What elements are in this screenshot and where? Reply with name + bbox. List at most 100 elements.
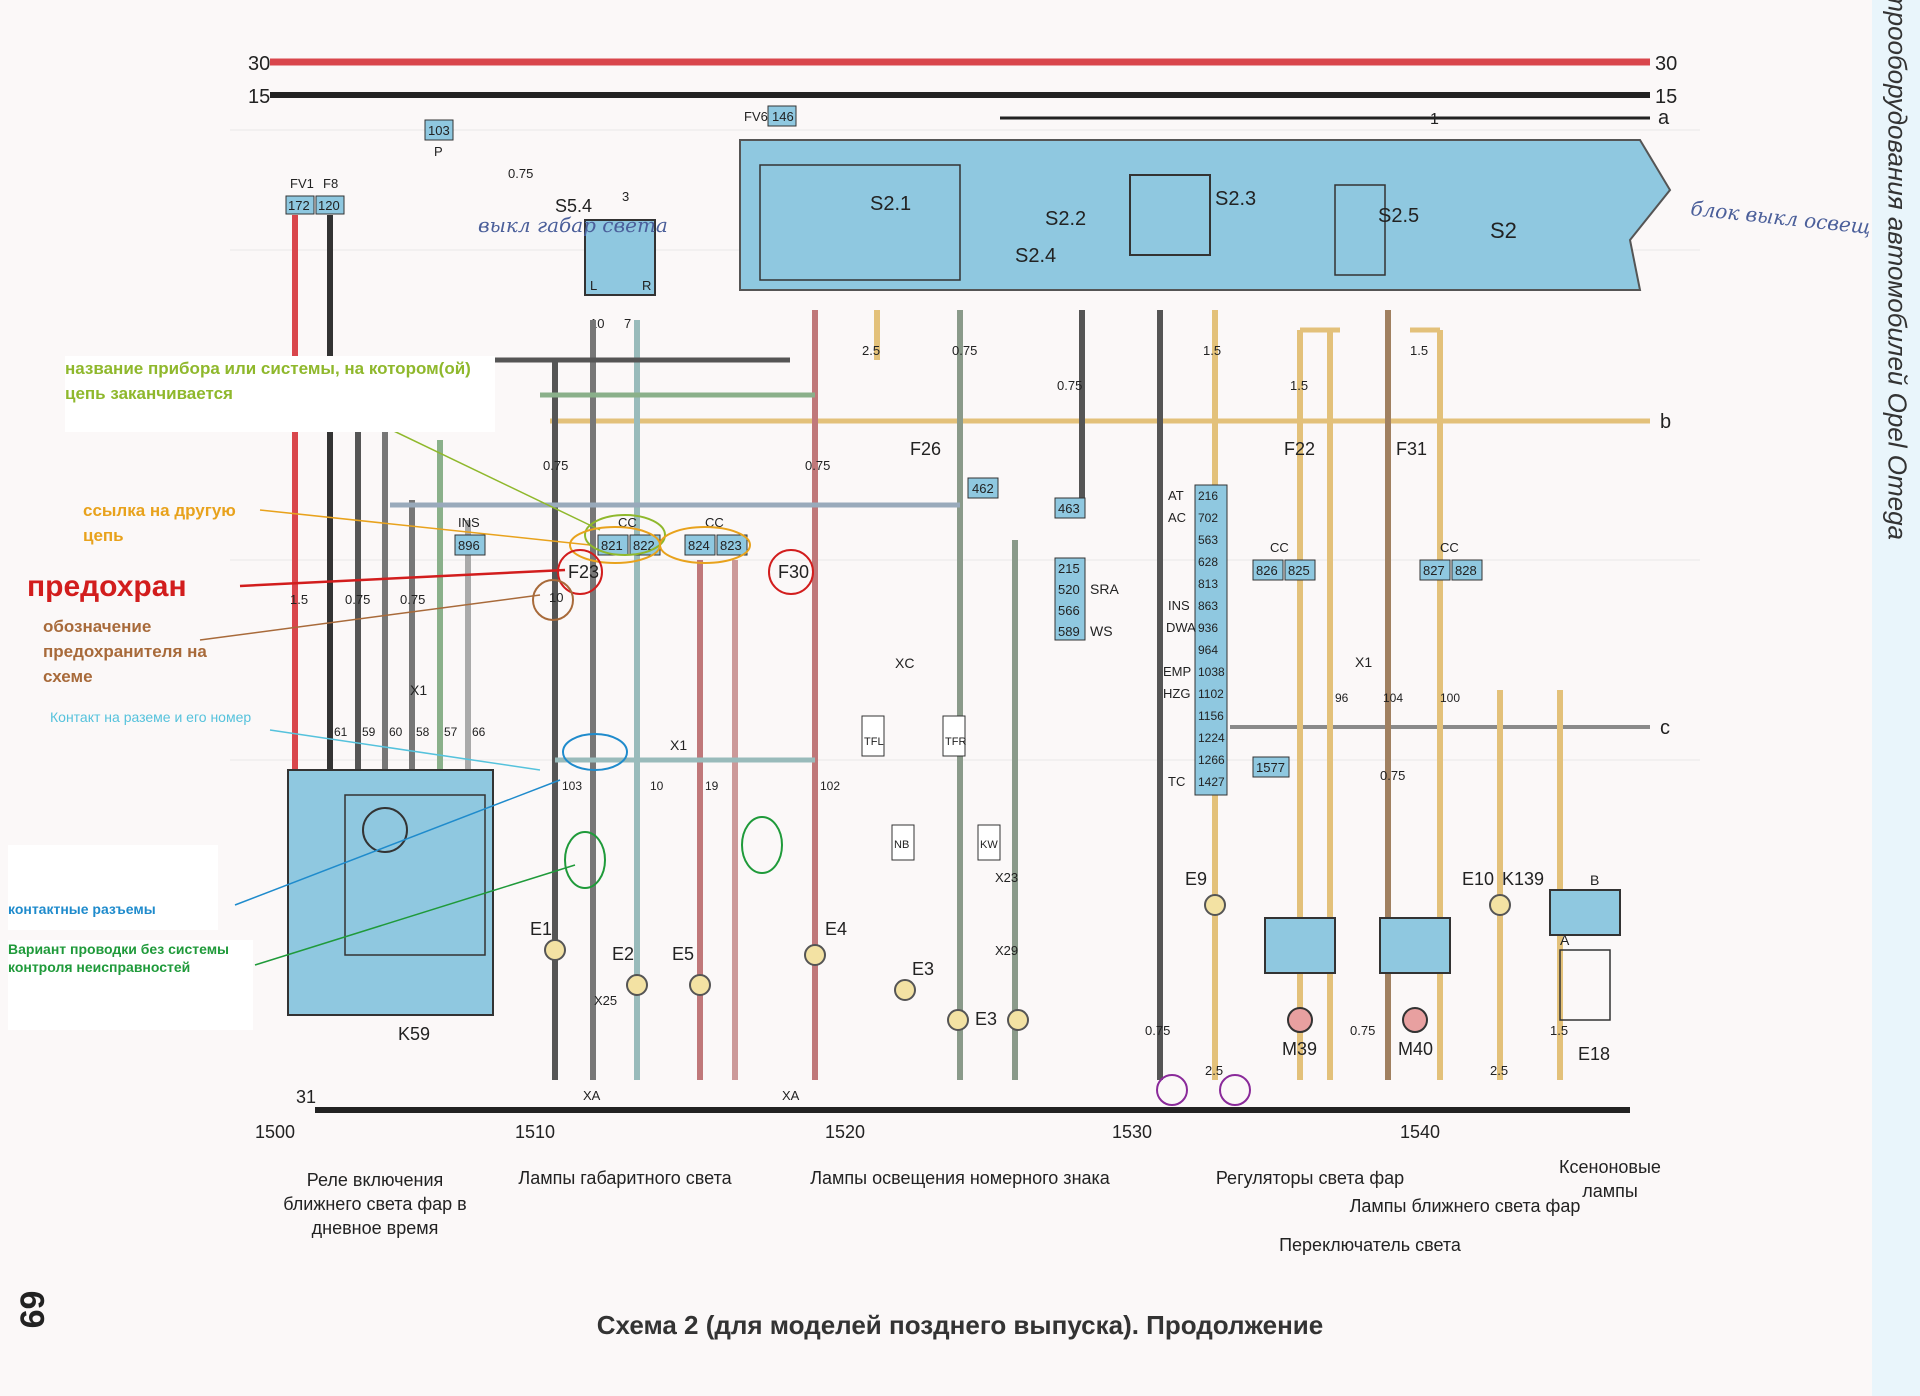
svg-text:1.5: 1.5 [1410, 343, 1428, 358]
svg-text:863: 863 [1198, 599, 1218, 613]
diagram-title: Схема 2 (для моделей позднего выпуска). … [596, 1310, 1324, 1340]
svg-text:563: 563 [1198, 533, 1218, 547]
svg-text:936: 936 [1198, 621, 1218, 635]
n120: 120 [318, 198, 340, 213]
svg-text:0.75: 0.75 [1145, 1023, 1170, 1038]
x1-label-mid: X1 [670, 737, 687, 753]
svg-text:DWA: DWA [1166, 620, 1196, 635]
fv6-num: 146 [772, 109, 794, 124]
svg-text:964: 964 [1198, 643, 1218, 657]
svg-text:0.75: 0.75 [805, 458, 830, 473]
xa-label-1: XA [583, 1088, 601, 1103]
c822: 822 [633, 538, 655, 553]
svg-text:2.5: 2.5 [1490, 1063, 1508, 1078]
svg-text:AT: AT [1168, 488, 1184, 503]
fuse-num: 10 [549, 590, 563, 605]
e9-label: E9 [1185, 869, 1207, 889]
svg-text:19: 19 [705, 779, 719, 793]
svg-text:1.5: 1.5 [1203, 343, 1221, 358]
k59-label: K59 [398, 1024, 430, 1044]
ground-31: 31 [296, 1087, 316, 1107]
svg-text:102: 102 [820, 779, 840, 793]
svg-text:AC: AC [1168, 510, 1186, 525]
svg-text:0.75: 0.75 [345, 592, 370, 607]
svg-text:0.75: 0.75 [400, 592, 425, 607]
svg-text:104: 104 [1383, 691, 1403, 705]
c828: 828 [1455, 563, 1477, 578]
c821: 821 [601, 538, 623, 553]
svg-text:INS: INS [1168, 598, 1190, 613]
e1-label: E1 [530, 919, 552, 939]
ins-label: INS [458, 515, 480, 530]
section-plate-lamps: Лампы освещения номерного знака [810, 1168, 1110, 1188]
k139-a: A [1560, 932, 1570, 948]
svg-text:0.75: 0.75 [1350, 1023, 1375, 1038]
side-panel [1872, 0, 1920, 1396]
label-30-right: 30 [1655, 53, 1677, 75]
s54-p7: 7 [624, 316, 631, 331]
s2-label: S2 [1490, 218, 1517, 243]
e18-label: E18 [1578, 1044, 1610, 1064]
svg-text:66: 66 [472, 725, 486, 739]
annotation-fuse: предохран [27, 570, 187, 603]
ref-463: 463 [1058, 501, 1080, 516]
label-a-num: 1 [1430, 111, 1439, 128]
svg-text:1.5: 1.5 [1290, 378, 1308, 393]
svg-text:1102: 1102 [1198, 687, 1224, 701]
tfl-label: TFL [864, 736, 884, 748]
k139-b: B [1590, 872, 1599, 888]
ref-column: 216 702 563 628 813 863 936 964 1038 110… [1163, 484, 1228, 796]
svg-text:2.5: 2.5 [862, 343, 880, 358]
m39-label: M39 [1282, 1039, 1317, 1059]
label-15: 15 [248, 86, 270, 108]
svg-text:60: 60 [389, 725, 403, 739]
fuse-f26-label: F26 [910, 439, 941, 459]
nb-label: NB [894, 839, 909, 851]
section-light-switch: Переключатель света [1279, 1235, 1461, 1255]
fuse-f31-label: F31 [1396, 439, 1427, 459]
svg-text:WS: WS [1090, 623, 1113, 639]
svg-text:216: 216 [1198, 489, 1218, 503]
svg-text:702: 702 [1198, 511, 1218, 525]
k139-module [1549, 889, 1621, 936]
xa-label-2: XA [782, 1088, 800, 1103]
svg-text:58: 58 [416, 725, 430, 739]
fuse-f30-label: F30 [778, 562, 809, 582]
ref-462: 462 [972, 481, 994, 496]
s54-pin: 3 [622, 189, 629, 204]
svg-text:1.5: 1.5 [1550, 1023, 1568, 1038]
e4-label: E4 [825, 919, 847, 939]
c825: 825 [1288, 563, 1310, 578]
svg-text:0.75: 0.75 [952, 343, 977, 358]
section-parking-lamps: Лампы габаритного света [518, 1168, 732, 1188]
x23-label: X23 [995, 870, 1018, 885]
section-xenon: Ксеноновые лампы [1559, 1157, 1661, 1201]
s54-r: R [642, 278, 651, 293]
ground-1540: 1540 [1400, 1122, 1440, 1142]
ground-1500: 1500 [255, 1122, 295, 1142]
label-15-right: 15 [1655, 86, 1677, 108]
e10-label: E10 [1462, 869, 1494, 889]
label-b: b [1660, 411, 1671, 433]
s21-label: S2.1 [870, 193, 911, 215]
label-30: 30 [248, 53, 270, 75]
c823: 823 [720, 538, 742, 553]
ground-1510: 1510 [515, 1122, 555, 1142]
s54-switch [584, 219, 656, 296]
annotation-connectors: контактные разъемы [8, 845, 218, 930]
svg-text:HZG: HZG [1163, 686, 1190, 701]
svg-text:0.75: 0.75 [1380, 768, 1405, 783]
s2-handwritten-note: блок выкл освещ [1689, 196, 1872, 239]
p-label: P [434, 144, 443, 159]
annotation-ref-circuit: ссылка на другую цепь [83, 501, 236, 545]
x1-label-left: X1 [410, 682, 427, 698]
cc-label-3: CC [1270, 540, 1289, 555]
svg-text:520: 520 [1058, 582, 1080, 597]
fuse-f22-label: F22 [1284, 439, 1315, 459]
e3b-label: E3 [975, 1009, 997, 1029]
svg-text:96: 96 [1335, 691, 1349, 705]
tfr-label: TFR [945, 736, 966, 748]
c827: 827 [1423, 563, 1445, 578]
side-title: Схемы электрооборудования автомобилей Op… [1882, 0, 1912, 540]
